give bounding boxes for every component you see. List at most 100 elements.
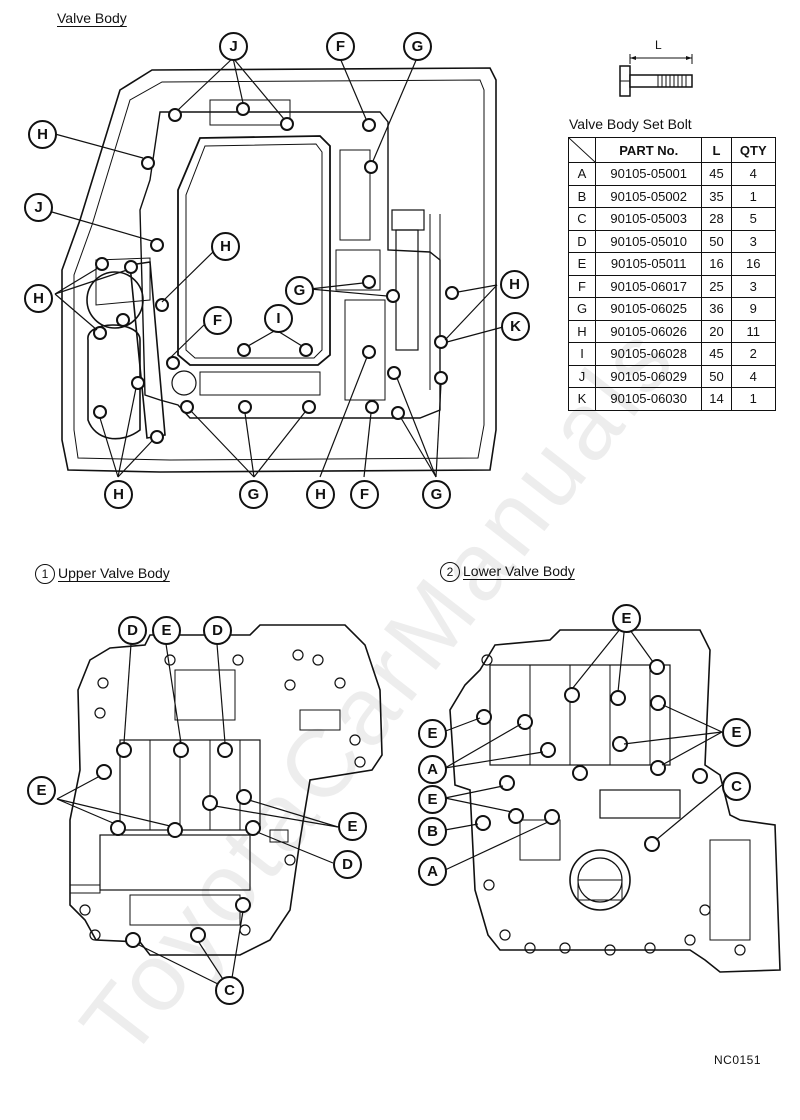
bolt-length-label: L [655,38,662,52]
lower-callouts: E E E A E B A C [400,590,800,1010]
callout-h: H [104,480,133,509]
callout-e: E [152,616,181,645]
callout-h: H [500,270,529,299]
callout-d: D [333,850,362,879]
header-diag [568,137,596,163]
row-length: 25 [701,274,732,298]
callout-c: C [722,772,751,801]
row-qty: 2 [730,342,777,366]
row-length: 50 [701,364,732,388]
valve-body-drawing [44,57,504,478]
callout-c: C [215,976,244,1005]
callout-e: E [338,812,367,841]
callout-d: D [203,616,232,645]
row-length: 28 [701,207,732,231]
callout-k: K [501,312,530,341]
row-letter: F [568,274,596,298]
row-part: 90105-06017 [594,274,703,298]
callout-a: A [418,857,447,886]
header-length: L [701,137,732,163]
row-length: 36 [701,297,732,321]
row-letter: C [568,207,596,231]
row-qty: 4 [730,162,777,186]
lower-valve-body-drawing [442,622,781,973]
callout-h: H [28,120,57,149]
row-letter: G [568,297,596,321]
row-qty: 9 [730,297,777,321]
callout-e: E [418,719,447,748]
row-letter: I [568,342,596,366]
row-qty: 1 [730,387,777,411]
callout-e: E [722,718,751,747]
row-part: 90105-05003 [594,207,703,231]
row-part: 90105-06030 [594,387,703,411]
main-callouts: J F G H J H H F I G H K H G H F G [0,0,560,530]
row-qty: 1 [730,184,777,208]
row-qty: 16 [730,252,777,276]
upper-title-text: Upper Valve Body [58,565,170,581]
callout-g: G [239,480,268,509]
row-part: 90105-05010 [594,229,703,253]
upper-callouts: D E D E E D C [0,590,400,1010]
callout-h: H [24,284,53,313]
row-length: 50 [701,229,732,253]
callout-e: E [27,776,56,805]
callout-f: F [203,306,232,335]
callout-j: J [24,193,53,222]
row-length: 20 [701,319,732,343]
upper-valve-body-drawing [56,624,383,991]
row-qty: 5 [730,207,777,231]
callout-g: G [422,480,451,509]
callout-i: I [264,304,293,333]
row-letter: J [568,364,596,388]
row-letter: D [568,229,596,253]
row-qty: 4 [730,364,777,388]
lower-title-text: Lower Valve Body [463,563,575,579]
header-part-no: PART No. [594,137,703,163]
callout-g: G [285,276,314,305]
upper-number-badge: 1 [35,564,55,584]
header-qty: QTY [730,137,777,163]
row-qty: 11 [730,319,777,343]
row-letter: K [568,387,596,411]
valve-body-title: Valve Body [57,10,127,26]
callout-g: G [403,32,432,61]
row-part: 90105-05001 [594,162,703,186]
callout-e: E [612,604,641,633]
callout-e: E [418,785,447,814]
row-length: 14 [701,387,732,411]
bolt-table-title: Valve Body Set Bolt [569,116,692,132]
callout-h: H [306,480,335,509]
row-part: 90105-05011 [594,252,703,276]
callout-f: F [326,32,355,61]
bolt-illustration [619,54,693,97]
row-length: 45 [701,162,732,186]
callout-f: F [350,480,379,509]
row-part: 90105-05002 [594,184,703,208]
row-part: 90105-06025 [594,297,703,321]
row-qty: 3 [730,274,777,298]
row-length: 35 [701,184,732,208]
row-part: 90105-06026 [594,319,703,343]
lower-number-badge: 2 [440,562,460,582]
row-part: 90105-06029 [594,364,703,388]
bolt-table-header: PART No. L QTY [568,137,777,163]
row-length: 45 [701,342,732,366]
callout-d: D [118,616,147,645]
callout-b: B [418,817,447,846]
figure-code: NC0151 [714,1053,762,1067]
row-length: 16 [701,252,732,276]
